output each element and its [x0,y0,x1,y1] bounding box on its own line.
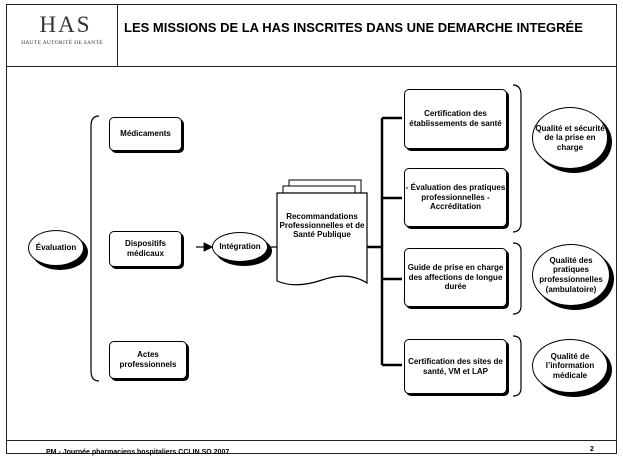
actes-professionnels-box: Actes professionnels [109,341,187,379]
mission-guide-ald: Guide de prise en charge des affections … [404,248,507,307]
right-bracket-2 [512,242,522,315]
recommandations-text: Recommandations Professionnelles et de S… [279,212,365,240]
page-number: 2 [590,446,594,453]
right-bracket-1 [512,84,522,233]
has-logo: HAS [39,12,92,37]
medicaments-box: Médicaments [109,117,182,151]
integration-oval: Intégration [212,232,268,262]
evaluation-oval: Évaluation [28,230,84,266]
footer-text: PM - Journée pharmaciens hospitaliers CC… [46,449,230,456]
mission-evaluation-pratiques: - Évaluation des pratiques professionnel… [404,168,507,227]
dispositifs-medicaux-box: Dispositifs médicaux [109,231,182,267]
outcome-qualite-information: Qualité de l’information médicale [532,339,608,393]
has-logo-subtitle: HAUTE AUTORITÉ DE SANTÉ [21,40,103,46]
left-bracket [90,115,100,382]
footer-divider [6,440,617,441]
page-title: LES MISSIONS DE LA HAS INSCRITES DANS UN… [124,20,583,35]
right-bracket-3 [512,335,522,397]
document-front [276,192,368,286]
outcome-qualite-securite: Qualité et sécurité de la prise en charg… [532,107,608,169]
header-divider [6,66,617,67]
mission-certification-etablissements: Certification des établissements de sant… [404,89,507,149]
outcome-qualite-pratiques: Qualité des pratiques professionnelles (… [532,244,610,306]
logo-divider [117,4,118,66]
slide-frame [6,4,617,454]
mission-certification-sites: Certification des sites de santé, VM et … [404,339,507,394]
